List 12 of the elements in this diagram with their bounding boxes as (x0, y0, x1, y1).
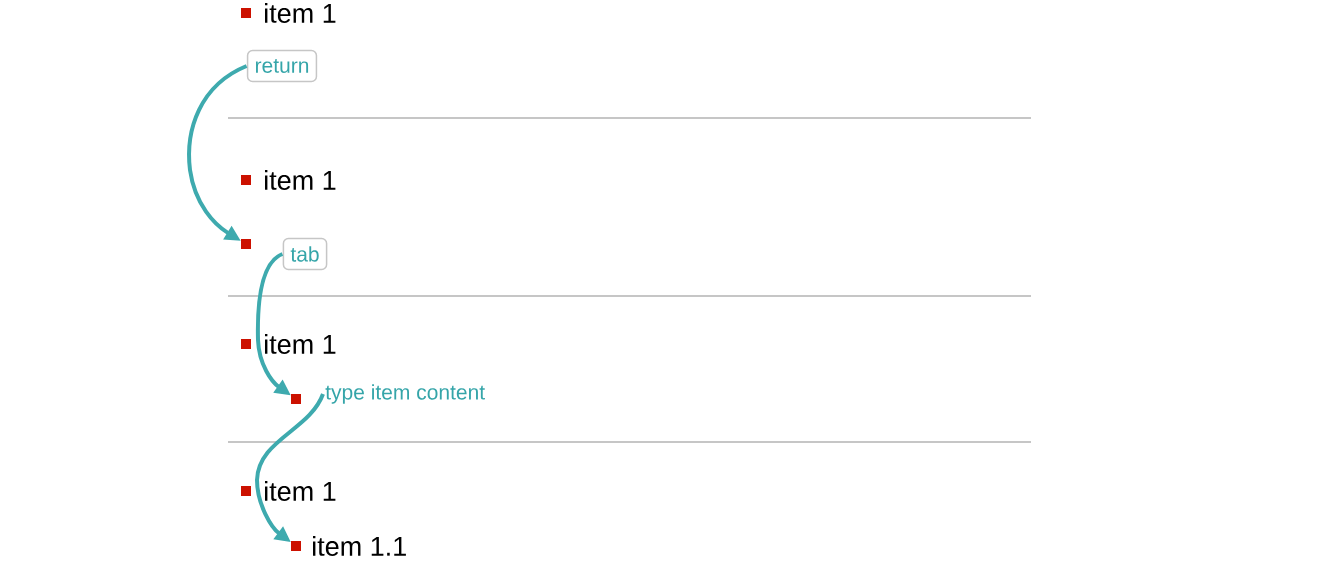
instruction-text: type item content (325, 384, 485, 404)
list-item-text: item 1.1 (313, 536, 406, 556)
bullet-square (241, 239, 251, 249)
list-item-text: item 1 (265, 481, 336, 501)
keyboard-key: tab (282, 237, 328, 271)
list-item-text: item 1 (265, 3, 336, 23)
keyboard-key: return (246, 49, 318, 83)
list-item-text: item 1 (265, 334, 336, 354)
curved-arrow (187, 64, 248, 241)
bullet-square (291, 394, 301, 404)
bullet-square (291, 541, 301, 551)
list-item-text: item 1 (265, 170, 336, 190)
